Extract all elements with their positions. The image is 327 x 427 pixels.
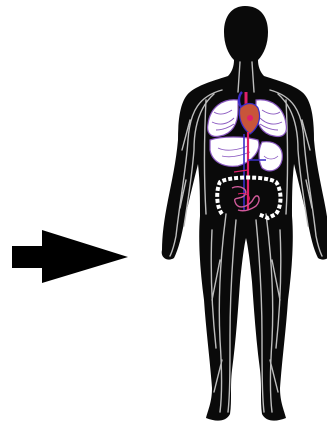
arrow-right-icon bbox=[12, 230, 128, 283]
stomach-icon bbox=[259, 142, 282, 171]
